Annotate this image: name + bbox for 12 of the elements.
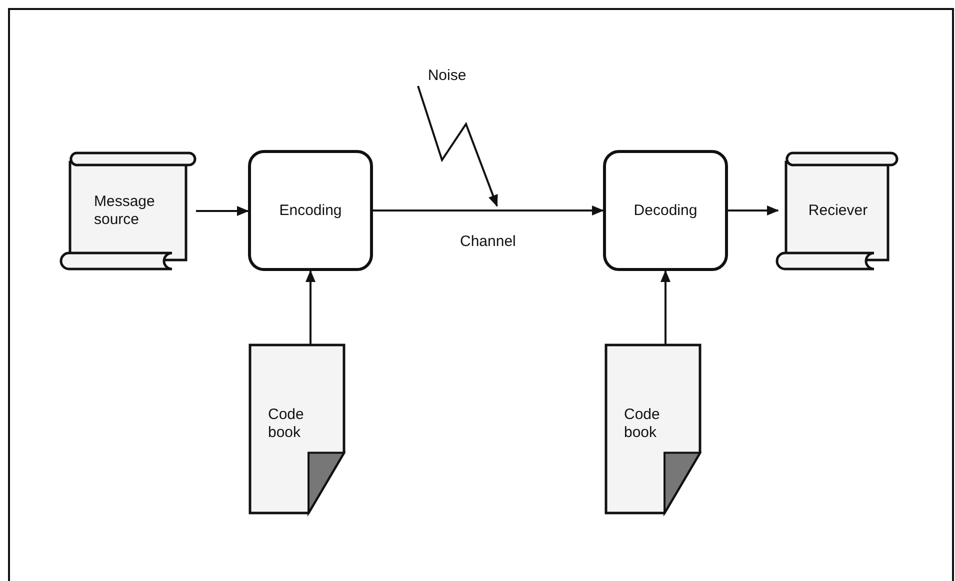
- node-label: Decoding: [634, 202, 698, 220]
- node-label: Noise: [428, 67, 466, 85]
- process-box: [603, 150, 728, 271]
- arrow: [196, 206, 249, 216]
- arrow: [660, 270, 670, 344]
- node-label: Encoding: [279, 202, 342, 220]
- arrow: [728, 206, 779, 216]
- arrow: [417, 86, 498, 207]
- process-box: [248, 150, 373, 271]
- arrow: [306, 270, 316, 344]
- edge-label: Channel: [458, 232, 518, 250]
- arrow: [373, 206, 604, 216]
